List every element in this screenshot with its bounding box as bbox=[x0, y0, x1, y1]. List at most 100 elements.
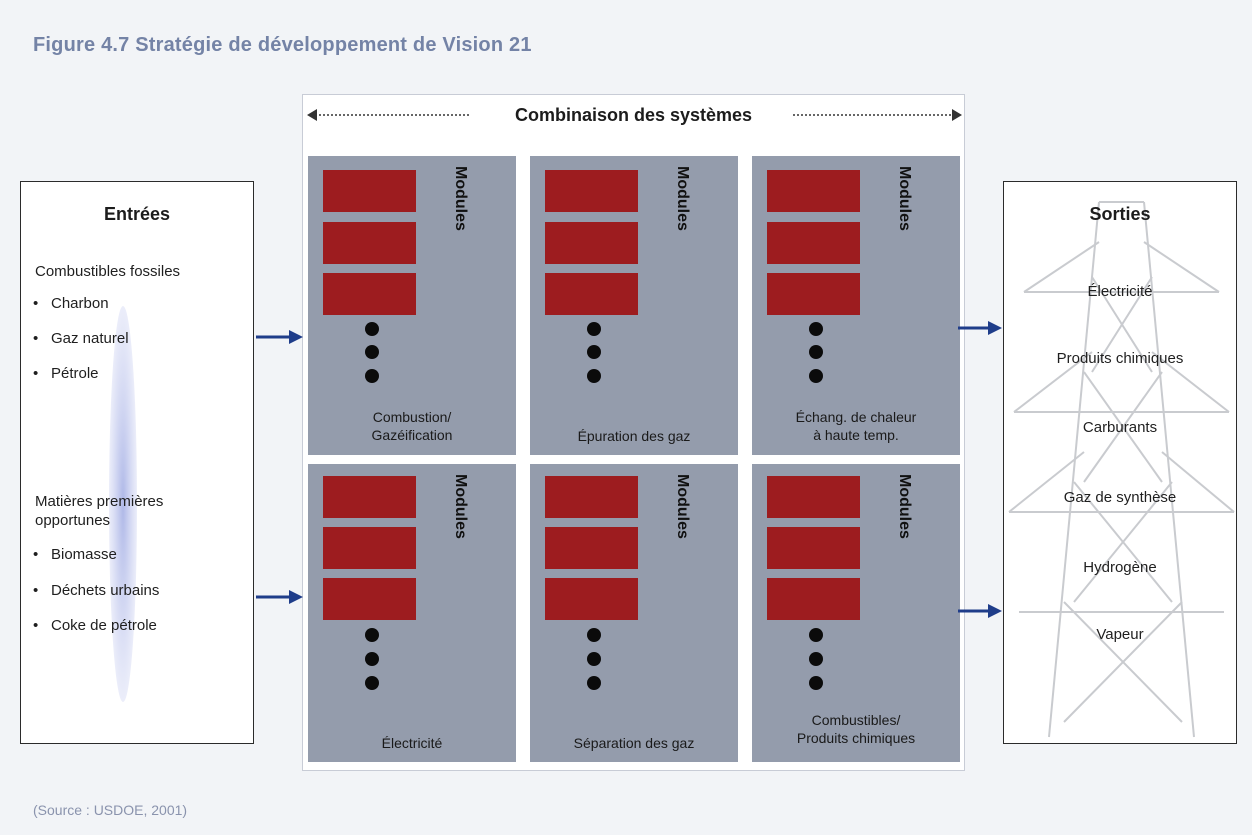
bullet: • bbox=[33, 295, 39, 312]
module-panel-electricite: Modules Électricité bbox=[308, 464, 516, 762]
ellipsis-dot bbox=[587, 676, 601, 690]
ellipsis-dot bbox=[809, 345, 823, 359]
module-block bbox=[545, 170, 638, 212]
module-block bbox=[545, 476, 638, 518]
ellipsis-dot bbox=[365, 652, 379, 666]
modules-label: Modules bbox=[896, 166, 913, 231]
modules-label: Modules bbox=[674, 474, 691, 539]
module-panel-combustibles: Modules Combustibles/ Produits chimiques bbox=[752, 464, 960, 762]
module-block bbox=[323, 527, 416, 569]
ellipsis-dot bbox=[809, 652, 823, 666]
panel-caption: Combustibles/ Produits chimiques bbox=[752, 711, 960, 747]
combination-double-arrow bbox=[307, 109, 962, 121]
module-block bbox=[767, 273, 860, 315]
module-block bbox=[767, 222, 860, 264]
ellipsis-dot bbox=[587, 369, 601, 383]
systems-combination-box: Combinaison des systèmes Modules Combust… bbox=[302, 94, 965, 771]
panel-caption-line1: Séparation des gaz bbox=[573, 735, 695, 751]
figure-title: Figure 4.7 Stratégie de développement de… bbox=[33, 34, 532, 56]
figure-source: (Source : USDOE, 2001) bbox=[33, 802, 188, 818]
modules-label: Modules bbox=[674, 166, 691, 231]
inputs-group2-heading-line1: Matières premières bbox=[35, 493, 164, 510]
module-block bbox=[323, 578, 416, 620]
list-item: • Biomasse bbox=[33, 546, 117, 563]
inputs-group1-heading: Combustibles fossiles bbox=[35, 263, 181, 280]
inputs-item-petrole: Pétrole bbox=[51, 365, 99, 382]
panel-caption-line2: Produits chimiques bbox=[796, 730, 916, 746]
output-item-hydrogene: Hydrogène bbox=[1083, 559, 1157, 576]
panel-caption: Électricité bbox=[308, 734, 516, 752]
module-block bbox=[767, 578, 860, 620]
inputs-item-charbon: Charbon bbox=[51, 295, 109, 312]
ellipsis-dot bbox=[365, 345, 379, 359]
bullet: • bbox=[33, 546, 39, 563]
module-block bbox=[767, 476, 860, 518]
panel-caption-line1: Combustion/ bbox=[372, 409, 452, 425]
ellipsis-dot bbox=[587, 345, 601, 359]
modules-label: Modules bbox=[452, 166, 469, 231]
module-block bbox=[767, 170, 860, 212]
module-block bbox=[545, 578, 638, 620]
bullet: • bbox=[33, 365, 39, 382]
bullet: • bbox=[33, 617, 39, 634]
panel-caption-line1: Épuration des gaz bbox=[577, 428, 691, 444]
output-item-electricite: Électricité bbox=[1087, 283, 1153, 300]
module-block bbox=[323, 273, 416, 315]
panel-caption-line2: Gazéification bbox=[371, 427, 453, 443]
ellipsis-dot bbox=[587, 628, 601, 642]
inputs-item-biomasse: Biomasse bbox=[51, 546, 117, 563]
outputs-title: Sorties bbox=[1089, 204, 1151, 224]
output-item-vapeur: Vapeur bbox=[1096, 626, 1144, 643]
module-block bbox=[323, 170, 416, 212]
ellipsis-dot bbox=[365, 322, 379, 336]
list-item: • Charbon bbox=[33, 295, 109, 312]
list-item: • Coke de pétrole bbox=[33, 617, 157, 634]
module-panel-epuration: Modules Épuration des gaz bbox=[530, 156, 738, 455]
modules-label: Modules bbox=[896, 474, 913, 539]
pylon-illustration bbox=[1008, 201, 1235, 738]
panel-caption-line2: à haute temp. bbox=[813, 427, 899, 443]
ellipsis-dot bbox=[809, 628, 823, 642]
module-block bbox=[767, 527, 860, 569]
flow-ellipse-decoration bbox=[109, 306, 137, 702]
ellipsis-dot bbox=[587, 322, 601, 336]
arrow-inputs-to-center-top bbox=[256, 330, 303, 344]
list-item: • Pétrole bbox=[33, 365, 99, 382]
arrow-inputs-to-center-bottom bbox=[256, 590, 303, 604]
module-block bbox=[323, 476, 416, 518]
module-block bbox=[545, 222, 638, 264]
inputs-box: Entrées Combustibles fossiles • Charbon •… bbox=[20, 181, 254, 744]
inputs-title: Entrées bbox=[103, 204, 171, 224]
inputs-item-gaz-naturel: Gaz naturel bbox=[51, 330, 129, 347]
panel-caption-line1: Échang. de chaleur bbox=[795, 409, 917, 425]
output-item-carburants: Carburants bbox=[1082, 419, 1158, 436]
ellipsis-dot bbox=[809, 322, 823, 336]
panel-caption: Épuration des gaz bbox=[530, 427, 738, 445]
outputs-box: Sorties Électricité Produits chimiques C… bbox=[1003, 181, 1237, 744]
ellipsis-dot bbox=[365, 628, 379, 642]
ellipsis-dot bbox=[809, 369, 823, 383]
list-item: • Gaz naturel bbox=[33, 330, 129, 347]
panel-caption-line1: Électricité bbox=[381, 735, 443, 751]
module-panel-separation: Modules Séparation des gaz bbox=[530, 464, 738, 762]
list-item: • Déchets urbains bbox=[33, 582, 159, 599]
module-block bbox=[323, 222, 416, 264]
inputs-group2-heading: Matières premières opportunes bbox=[35, 492, 163, 530]
output-item-produits-chimiques: Produits chimiques bbox=[1056, 350, 1184, 367]
ellipsis-dot bbox=[365, 369, 379, 383]
inputs-item-coke-de-petrole: Coke de pétrole bbox=[51, 617, 157, 634]
ellipsis-dot bbox=[809, 676, 823, 690]
panel-caption: Séparation des gaz bbox=[530, 734, 738, 752]
modules-label: Modules bbox=[452, 474, 469, 539]
bullet: • bbox=[33, 330, 39, 347]
ellipsis-dot bbox=[587, 652, 601, 666]
module-panel-echangeur: Modules Échang. de chaleur à haute temp. bbox=[752, 156, 960, 455]
bullet: • bbox=[33, 582, 39, 599]
module-panel-combustion: Modules Combustion/ Gazéification bbox=[308, 156, 516, 455]
combination-title: Combinaison des systèmes bbox=[514, 105, 753, 125]
inputs-group2-heading-line2: opportunes bbox=[35, 512, 111, 529]
inputs-item-dechets-urbains: Déchets urbains bbox=[51, 582, 160, 599]
module-block bbox=[545, 273, 638, 315]
ellipsis-dot bbox=[365, 676, 379, 690]
